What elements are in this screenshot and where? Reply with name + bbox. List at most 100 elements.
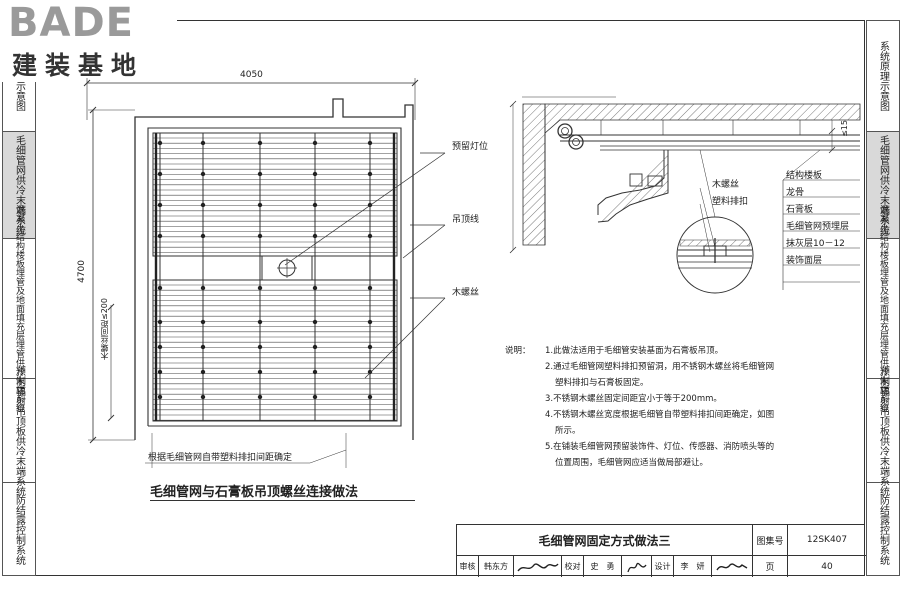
screw-point: [312, 140, 318, 146]
check-label: 校对: [562, 556, 584, 577]
screw-point: [367, 171, 373, 177]
screw-point: [257, 140, 263, 146]
design-signature: [712, 556, 753, 577]
screw-point: [157, 140, 163, 146]
right-tab-4[interactable]: 防结露控制系统: [877, 495, 889, 565]
screw-point: [200, 140, 206, 146]
callout-light-label: 预留灯位: [452, 142, 489, 152]
plan-caption-underline: [150, 500, 415, 501]
screw-point: [312, 285, 318, 291]
screw-point: [200, 344, 206, 350]
callout-screw-label: 木螺丝: [452, 288, 480, 298]
section-layer-5: 装饰面层: [786, 256, 823, 266]
design-label: 设计: [652, 556, 674, 577]
screw-point: [367, 369, 373, 375]
screw-point: [200, 285, 206, 291]
section-label-screw: 木螺丝: [712, 180, 740, 190]
left-tab-column: 系统原理示意图 毛细管网供冷末端系统 混凝土结构楼板埋管及地面填充层埋管供冷末端…: [2, 20, 36, 576]
screw-point: [157, 233, 163, 239]
title-block-title: 毛细管网固定方式做法三: [457, 525, 753, 556]
left-tab-2[interactable]: 混凝土结构楼板埋管及地面填充层埋管供冷末端系统: [3, 205, 35, 412]
plan-bottom-note: 根据毛细管网自带塑料排扣间距确定: [148, 453, 293, 463]
logo-subtitle-text: 建装基地: [12, 51, 145, 80]
screw-point: [312, 394, 318, 400]
plan-view: [83, 78, 419, 468]
note-line-4: 4.不锈钢木螺丝宽度根据毛细管自带塑料排扣间距确定，如图: [545, 410, 775, 420]
note-line-1: 2.通过毛细管网塑料排扣预留洞，用不锈钢木螺丝将毛细管网: [545, 362, 775, 372]
plan-dim-width: 4050: [240, 70, 263, 80]
note-line-3: 3.不锈钢木螺丝固定间距宜小于等于200mm。: [545, 394, 722, 404]
screw-point: [312, 344, 318, 350]
screw-point: [312, 369, 318, 375]
right-tab-2[interactable]: 混凝土结构楼板埋管及地面填充层埋管供冷末端系统: [867, 205, 899, 412]
screw-point: [312, 171, 318, 177]
screw-point: [157, 369, 163, 375]
left-tab-1[interactable]: 毛细管网供冷末端系统: [3, 132, 35, 239]
atlas-number: 12SK407: [788, 525, 866, 556]
screw-point: [157, 394, 163, 400]
screw-point: [157, 319, 163, 325]
screw-point: [200, 171, 206, 177]
screw-point: [257, 202, 263, 208]
section-layer-1: 龙骨: [786, 188, 805, 198]
note-line-5: 所示。: [555, 426, 581, 436]
note-line-2: 塑料排扣与石膏板固定。: [555, 378, 649, 388]
left-tab-4[interactable]: 防结露控制系统: [13, 495, 25, 565]
plan-dim-spacing: 木螺丝间距≤200: [100, 298, 109, 360]
check-signature-mark: [626, 562, 647, 572]
screw-point: [367, 394, 373, 400]
section-label-clip: 塑料排扣: [712, 197, 749, 207]
screw-point: [157, 344, 163, 350]
section-dim-15: ≤15: [840, 120, 849, 137]
screw-point: [257, 394, 263, 400]
note-line-0: 1.此做法适用于毛细管安装基面为石膏板吊顶。: [545, 346, 724, 356]
screw-point: [200, 394, 206, 400]
page-label: 页: [753, 556, 788, 577]
screw-point: [157, 202, 163, 208]
atlas-label: 图集号: [753, 525, 788, 556]
review-name: 韩东方: [479, 556, 514, 577]
screw-point: [367, 344, 373, 350]
section-layer-2: 石膏板: [786, 205, 814, 215]
screw-point: [312, 319, 318, 325]
screw-point: [367, 233, 373, 239]
section-layer-4: 抹灰层10－12: [786, 239, 845, 249]
screw-point: [367, 140, 373, 146]
check-name: 史 勇: [584, 556, 622, 577]
mat-region: [152, 132, 398, 257]
review-label: 审核: [457, 556, 479, 577]
brand-logo: BADE 建装基地: [2, 0, 177, 82]
mat-region: [152, 279, 398, 422]
title-block: 毛细管网固定方式做法三 图集号 12SK407 审核 韩东方 校对 史 勇 设计…: [456, 524, 866, 577]
plan-caption: 毛细管网与石膏板吊顶螺丝连接做法: [150, 485, 359, 500]
logo-brand-text: BADE: [8, 0, 134, 46]
screw-point: [157, 171, 163, 177]
review-signature-mark: [516, 562, 559, 571]
check-signature: [622, 556, 652, 577]
notes-head: 说明：: [505, 346, 531, 356]
section-layer-0: 结构楼板: [786, 171, 823, 181]
right-tab-3[interactable]: 预制辐射吊顶板供冷末端系统: [867, 366, 899, 496]
screw-point: [200, 202, 206, 208]
screw-point: [367, 319, 373, 325]
right-tab-column: 系统原理示意图 毛细管网供冷末端系统 混凝土结构楼板埋管及地面填充层埋管供冷末端…: [866, 20, 900, 576]
left-tab-3[interactable]: 预制辐射吊顶板供冷末端系统: [3, 366, 35, 496]
review-signature: [514, 556, 562, 577]
screw-point: [157, 285, 163, 291]
plan-callouts: [284, 152, 446, 379]
capillary-mats: [152, 132, 398, 422]
screw-point: [200, 233, 206, 239]
right-tab-0[interactable]: 系统原理示意图: [867, 21, 899, 132]
note-line-6: 5.在铺装毛细管网预留装饰件、灯位、传感器、消防喷头等的: [545, 442, 775, 452]
screw-point: [257, 369, 263, 375]
screw-point: [257, 233, 263, 239]
section-layer-3: 毛细管网预埋层: [786, 222, 850, 232]
right-tab-1[interactable]: 毛细管网供冷末端系统: [867, 132, 899, 239]
section-view: [509, 96, 861, 294]
plan-dim-height: 4700: [77, 260, 87, 283]
screw-point: [257, 171, 263, 177]
screw-point: [367, 285, 373, 291]
screw-point: [257, 319, 263, 325]
screw-point: [312, 202, 318, 208]
